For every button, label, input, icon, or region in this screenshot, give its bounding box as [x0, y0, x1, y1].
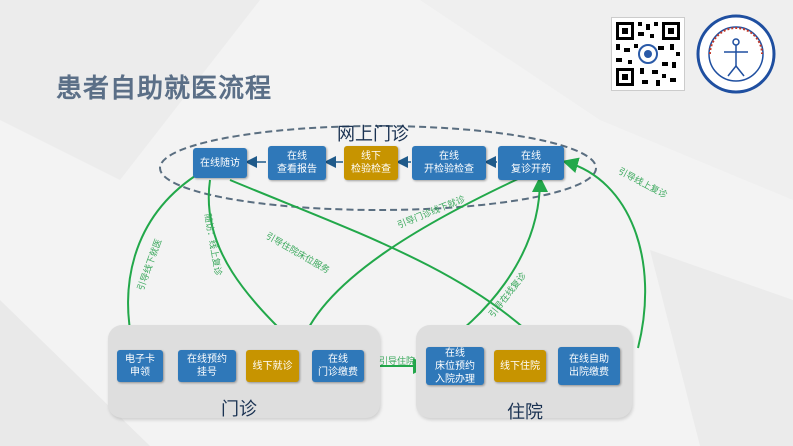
- page-title: 患者自助就医流程: [56, 74, 273, 104]
- qr-code-icon: [611, 17, 685, 91]
- node-offline-exam: 线下 检验检查: [344, 146, 398, 180]
- node-online-order-exam: 在线 开检验检查: [412, 146, 486, 180]
- edge-label-lead-inpatient-short: 引导住院: [379, 357, 416, 367]
- inpatient-group-label: 住院: [507, 402, 543, 423]
- online-group-label: 网上门诊: [337, 124, 409, 145]
- node-online-booking: 在线预约 挂号: [178, 350, 236, 382]
- hospital-logo-icon: [696, 14, 776, 94]
- node-online-report: 在线 查看报告: [268, 146, 326, 180]
- node-offline-inpatient: 线下住院: [494, 350, 546, 382]
- node-online-bed-booking: 在线 床位预约 入院办理: [426, 347, 484, 385]
- node-e-card: 电子卡 申领: [117, 350, 163, 382]
- node-online-clinic-payment: 在线 门诊缴费: [312, 350, 364, 382]
- clinic-group-label: 门诊: [221, 399, 257, 420]
- node-online-followup: 在线随访: [193, 148, 247, 178]
- node-online-revisit: 在线 复诊开药: [498, 146, 564, 180]
- node-online-discharge-payment: 在线自助 出院缴费: [558, 347, 620, 385]
- node-offline-visit: 线下就诊: [246, 350, 299, 382]
